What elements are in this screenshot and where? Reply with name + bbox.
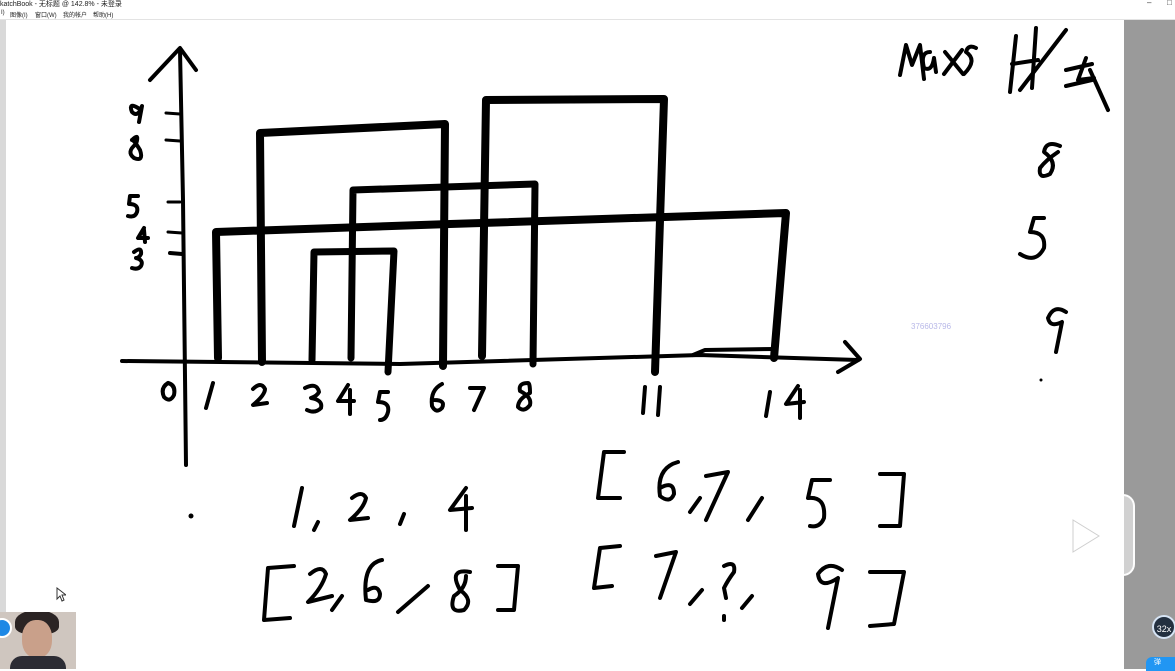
x-label-5 [376, 390, 391, 422]
note-7-q-9 [592, 544, 906, 630]
maxh-label [898, 26, 1110, 112]
x-label-14 [764, 384, 806, 420]
y-tick-3 [168, 251, 184, 256]
minimize-button[interactable]: – [1147, 0, 1152, 7]
x-label-6 [429, 382, 445, 413]
play-button-overlay[interactable] [1035, 482, 1135, 576]
x-axis-extra-stroke [691, 347, 777, 357]
menu-item-help[interactable]: 帮助(H) [93, 13, 114, 19]
menu-bar: I) 图像(I) 窗口(W) 我的帐户 帮助(H) [0, 10, 1175, 20]
note-2-6-8 [262, 558, 520, 622]
title-bar: katchBook - 无标题 @ 142.8% - 未登录 – □ [0, 0, 1175, 10]
drawing-canvas[interactable] [6, 20, 1124, 669]
y-tick-4 [166, 230, 184, 235]
video-watermark-id: 376603796 [911, 322, 952, 331]
y-axis-line [178, 48, 188, 467]
building-7-11-h9 [478, 95, 668, 376]
y-label-9 [128, 103, 144, 124]
x-label-11 [641, 385, 662, 417]
webcam-face [22, 620, 52, 658]
menu-item-window[interactable]: 窗口(W) [35, 13, 57, 19]
x-label-4 [336, 383, 356, 416]
stray-dot [1039, 378, 1043, 382]
y-label-3 [130, 247, 144, 271]
building-2-6-h8 [256, 120, 449, 370]
x-label-0 [160, 381, 177, 402]
x-label-8 [516, 381, 533, 412]
stray-dot [188, 513, 194, 519]
maxh-value-5 [1018, 216, 1047, 260]
x-label-1 [204, 381, 215, 410]
x-axis-arrowhead [836, 340, 862, 374]
y-axis-arrowhead [148, 46, 198, 82]
x-label-3 [303, 383, 324, 414]
speed-badge[interactable]: 32x [1152, 615, 1175, 639]
play-icon [1072, 519, 1100, 553]
menu-item-account[interactable]: 我的帐户 [63, 13, 88, 19]
x-label-7 [468, 386, 486, 412]
mouse-cursor-icon [56, 587, 66, 602]
left-toolbar-strip [0, 20, 6, 669]
building-1-14-h4 [212, 209, 790, 362]
y-label-4 [136, 226, 150, 244]
note-1-2-4 [292, 486, 474, 532]
building-4-8-h5 [347, 180, 539, 368]
corner-danmaku-button[interactable]: 弹 [1146, 657, 1175, 671]
maxh-value-8 [1037, 142, 1062, 178]
note-6-7-5 [596, 450, 906, 529]
y-label-5 [126, 194, 140, 219]
y-tick-8 [164, 138, 182, 143]
menu-item-partial[interactable]: I) [1, 10, 5, 16]
maximize-button[interactable]: □ [1167, 0, 1172, 7]
webcam-preview [0, 612, 76, 669]
window-title: katchBook - 无标题 @ 142.8% - 未登录 [0, 1, 122, 8]
webcam-body [10, 656, 66, 669]
webcam-badge-icon [0, 618, 12, 638]
menu-item-image[interactable]: 图像(I) [10, 13, 28, 19]
x-label-2 [251, 383, 269, 407]
maxh-value-9 [1046, 307, 1068, 354]
y-label-8 [128, 134, 144, 161]
x-axis-line [120, 353, 860, 366]
skyline-sketch [120, 26, 1110, 630]
y-tick-9 [164, 111, 182, 116]
